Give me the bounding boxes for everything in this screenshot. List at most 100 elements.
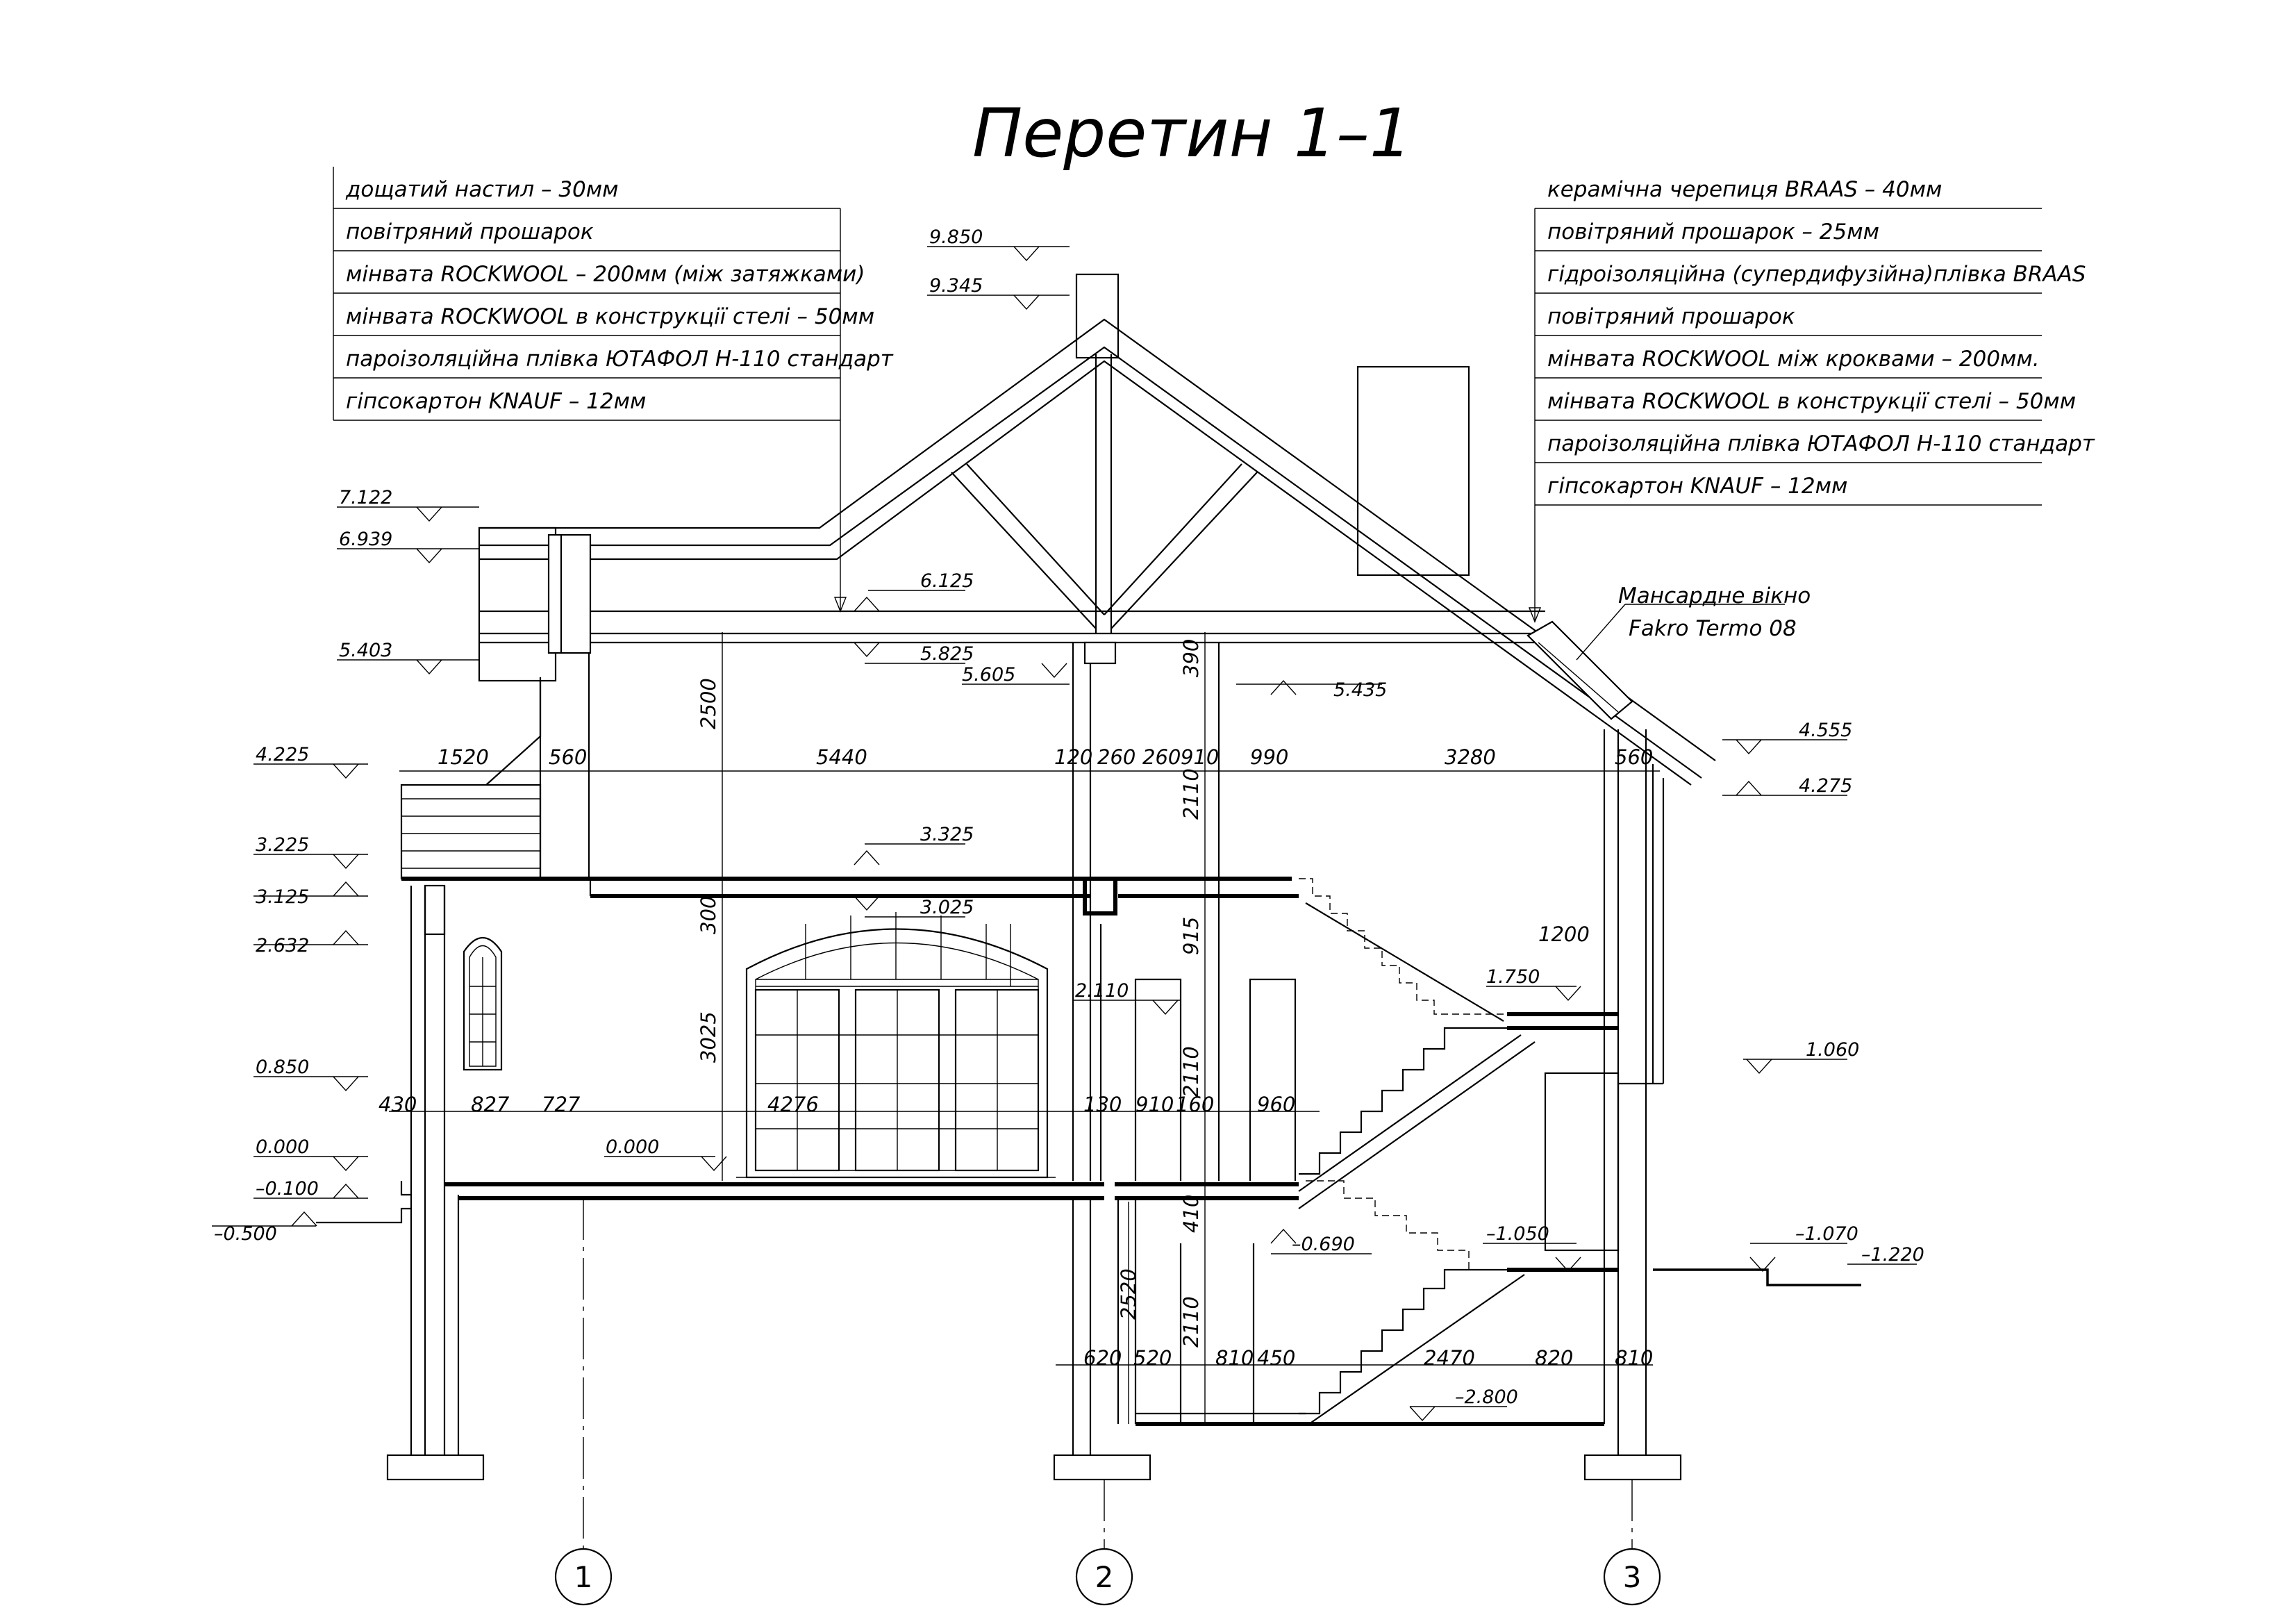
roof: [478, 273, 1716, 786]
dim-915: 915: [1179, 917, 1203, 955]
svg-text:–1.050: –1.050: [1486, 1223, 1549, 1245]
dormer-note: Мансардне вікно Fakro Termo 08: [1576, 583, 1811, 661]
dim-990: 990: [1250, 745, 1288, 769]
dim-3280: 3280: [1445, 745, 1496, 769]
dim-390: 390: [1179, 639, 1203, 677]
level-3325: 3.325: [854, 824, 974, 865]
svg-text:3.225: 3.225: [256, 834, 309, 856]
svg-text:5.605: 5.605: [962, 664, 1015, 686]
right-layer-3: гідроізоляційна (супердифузійна)плівка B…: [1547, 262, 2086, 287]
svg-text:1.750: 1.750: [1486, 966, 1540, 988]
left-layer-4: мінвата ROCKWOOL в конструкції стелі – 5…: [346, 304, 874, 329]
dimension-lines: [389, 632, 1660, 1424]
dormer-note-line-1: Мансардне вікно: [1618, 583, 1811, 608]
dimension-texts: 1520 560 5440 120 260 260 910 990 3280 5…: [378, 639, 1653, 1370]
svg-text:–1.070: –1.070: [1795, 1223, 1858, 1245]
dim-1520: 1520: [438, 745, 489, 769]
level-0000-room: 0.000: [604, 1136, 727, 1172]
dim-910-top: 910: [1181, 745, 1219, 769]
right-layer-table: керамічна черепиця BRAAS – 40мм повітрян…: [1528, 177, 2095, 623]
level-4275: 4.275: [1722, 775, 1852, 797]
level-m1220: –1.220: [1847, 1244, 1924, 1266]
level-0850: 0.850: [253, 1057, 368, 1092]
right-layer-5: мінвата ROCKWOOL між кроквами – 200мм.: [1547, 347, 2040, 372]
level-7122: 7.122: [337, 487, 479, 522]
svg-text:2.632: 2.632: [256, 935, 309, 956]
svg-text:0.000: 0.000: [606, 1136, 659, 1158]
dim-560-right: 560: [1615, 745, 1653, 769]
grid-axes: 1 2 3: [554, 1198, 1661, 1606]
dim-2110-mid: 2110: [1179, 1046, 1203, 1097]
level-6125: 6.125: [854, 570, 974, 612]
dim-5440: 5440: [816, 745, 867, 769]
svg-text:3.125: 3.125: [256, 886, 309, 908]
level-5435: 5.435: [1236, 679, 1387, 701]
svg-text:4.555: 4.555: [1799, 720, 1852, 741]
dim-520: 520: [1133, 1346, 1172, 1370]
level-5605: 5.605: [962, 663, 1070, 686]
svg-text:9.850: 9.850: [929, 226, 983, 248]
dim-160: 160: [1176, 1093, 1214, 1116]
svg-text:0.850: 0.850: [256, 1057, 309, 1078]
svg-text:0.000: 0.000: [256, 1136, 309, 1158]
left-layer-1: дощатий настил – 30мм: [345, 177, 619, 202]
right-layer-6: мінвата ROCKWOOL в конструкції стелі – 5…: [1547, 389, 2076, 414]
svg-text:5.403: 5.403: [339, 640, 392, 661]
right-layer-4: повітряний прошарок: [1547, 304, 1795, 329]
level-1750: 1.750: [1486, 966, 1581, 1002]
dim-450: 450: [1257, 1346, 1295, 1370]
dim-2500: 2500: [697, 678, 720, 729]
dim-410: 410: [1179, 1195, 1203, 1233]
dim-910-mid: 910: [1135, 1093, 1174, 1116]
svg-text:–0.100: –0.100: [256, 1178, 319, 1200]
axis-label-2: 2: [1095, 1560, 1114, 1594]
drawing-title: Перетин 1–1: [972, 94, 1412, 172]
svg-text:3.025: 3.025: [920, 897, 974, 918]
dim-4276: 4276: [767, 1093, 819, 1116]
level-4555: 4.555: [1722, 720, 1852, 755]
level-m1050: –1.050: [1483, 1223, 1581, 1273]
level-3025: 3.025: [854, 895, 974, 918]
dim-620: 620: [1083, 1346, 1122, 1370]
level-0000-left: 0.000: [253, 1136, 368, 1172]
svg-text:5.435: 5.435: [1333, 679, 1387, 701]
left-layer-2: повітряний прошарок: [346, 219, 594, 245]
dim-960: 960: [1257, 1093, 1295, 1116]
right-layer-1: керамічна черепиця BRAAS – 40мм: [1547, 177, 1942, 202]
svg-text:4.225: 4.225: [256, 744, 309, 765]
level-1060: 1.060: [1743, 1039, 1859, 1075]
dim-3025: 3025: [697, 1011, 720, 1063]
dim-810-right: 810: [1615, 1346, 1653, 1370]
level-6939: 6.939: [337, 529, 479, 564]
svg-text:1.060: 1.060: [1806, 1039, 1859, 1061]
left-layer-table: дощатий настил – 30мм повітряний прошаро…: [333, 167, 894, 613]
dim-260-a: 260: [1097, 745, 1135, 769]
dim-1200: 1200: [1538, 922, 1590, 946]
svg-text:4.275: 4.275: [1799, 775, 1852, 797]
dim-810-left: 810: [1215, 1346, 1254, 1370]
level-m0690: –0.690: [1270, 1228, 1372, 1255]
right-layer-2: повітряний прошарок – 25мм: [1547, 219, 1879, 245]
level-9850: 9.850: [927, 226, 1070, 262]
level-3225: 3.225: [253, 834, 368, 870]
level-5403: 5.403: [337, 640, 479, 675]
dim-300: 300: [697, 896, 720, 934]
level-m0100: –0.100: [253, 1178, 368, 1200]
axis-label-1: 1: [574, 1560, 593, 1594]
dim-430: 430: [378, 1093, 417, 1116]
svg-text:9.345: 9.345: [929, 275, 983, 297]
stairs: [1298, 878, 1536, 1425]
dim-727: 727: [542, 1093, 581, 1116]
level-2632: 2.632: [253, 929, 368, 956]
right-layer-7: пароізоляційна плівка ЮТАФОЛ Н-110 станд…: [1547, 431, 2095, 456]
left-layer-5: пароізоляційна плівка ЮТАФОЛ Н-110 станд…: [346, 347, 894, 372]
left-layer-6: гіпсокартон KNAUF – 12мм: [346, 389, 646, 414]
level-3125: 3.125: [253, 881, 368, 908]
level-m2800: –2.800: [1409, 1386, 1518, 1422]
svg-text:–2.800: –2.800: [1455, 1386, 1518, 1408]
structure: [316, 643, 1861, 1481]
svg-text:–1.220: –1.220: [1861, 1244, 1924, 1266]
dim-2110-upper: 2110: [1179, 768, 1203, 820]
level-9345: 9.345: [927, 275, 1070, 310]
